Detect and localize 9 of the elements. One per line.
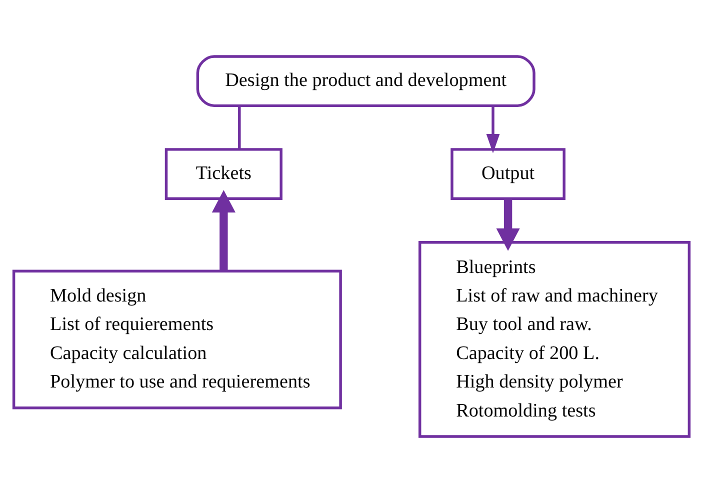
arrow — [496, 198, 520, 251]
node-box: Mold design List of requierements Capacity calculation Polymer to use and requierements — [12, 270, 342, 410]
node-box: Design the product and development — [196, 55, 536, 108]
node-box: Blueprints List of raw and machinery Buy tool and raw. Capacity of 200 L. High density polymer Rotomolding tests — [418, 241, 691, 438]
node-box: Tickets — [164, 148, 282, 200]
connector — [238, 106, 241, 150]
node-box: Output — [450, 148, 566, 200]
arrow — [486, 106, 500, 154]
arrow — [212, 190, 236, 271]
